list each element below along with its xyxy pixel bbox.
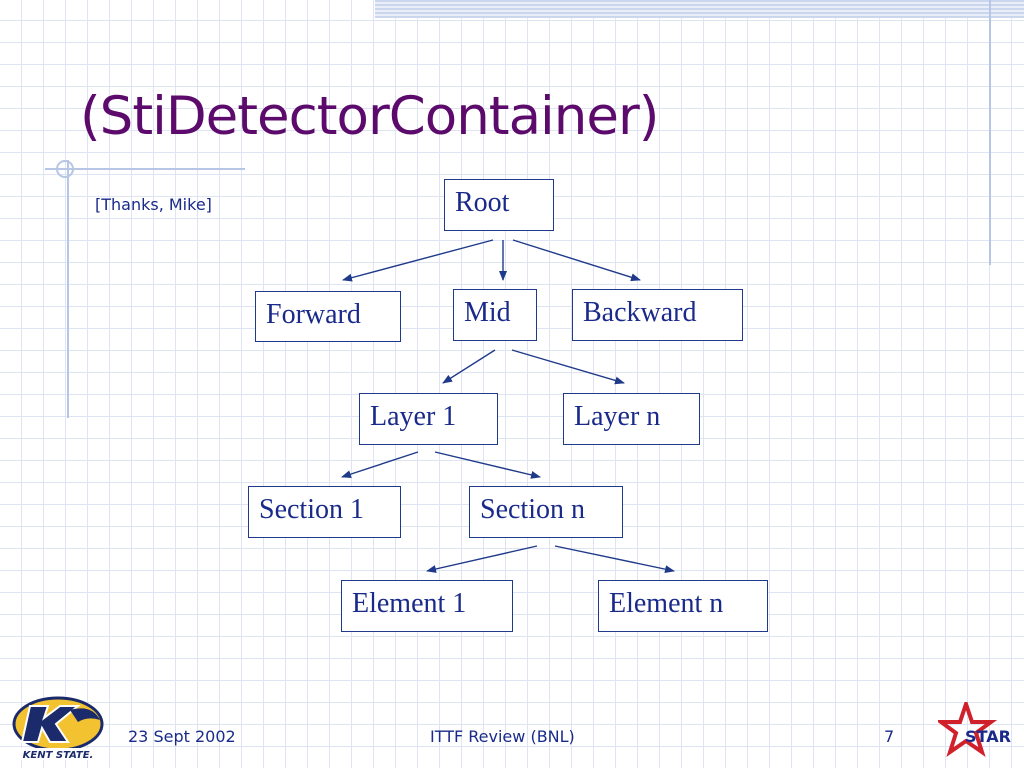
svg-text:STAR: STAR	[965, 727, 1011, 746]
decorative-circle	[56, 160, 74, 178]
decorative-line-horizontal	[45, 168, 245, 170]
node-backward: Backward	[572, 289, 743, 341]
edge-mid-layern	[511, 349, 625, 385]
node-forward: Forward	[255, 291, 401, 342]
node-mid: Mid	[453, 289, 537, 341]
edge-root-forward	[342, 239, 494, 282]
node-layer-n: Layer n	[563, 393, 700, 445]
kent-state-logo: KENT STATE.	[8, 696, 108, 762]
node-layer-1: Layer 1	[359, 393, 498, 445]
footer-event: ITTF Review (BNL)	[430, 727, 575, 746]
slide-title: (StiDetectorContainer)	[80, 86, 659, 147]
edge-sectionn-elementn	[554, 545, 675, 574]
node-element-n: Element n	[598, 580, 768, 632]
edge-mid-layer1	[442, 349, 496, 384]
svg-text:KENT STATE.: KENT STATE.	[23, 750, 94, 761]
header-decoration	[375, 0, 1024, 18]
page-number: 7	[884, 727, 895, 746]
edge-layer1-sectionn	[434, 451, 541, 479]
star-logo: STAR	[934, 697, 1018, 762]
node-section-1: Section 1	[248, 486, 401, 538]
footer-date: 23 Sept 2002	[128, 727, 236, 746]
node-section-n: Section n	[469, 486, 623, 538]
node-element-1: Element 1	[341, 580, 513, 632]
credit-note: [Thanks, Mike]	[95, 195, 212, 214]
node-root: Root	[444, 179, 554, 231]
edge-layer1-section1	[341, 451, 419, 478]
edge-root-backward	[512, 239, 641, 282]
decorative-line-left	[67, 160, 69, 418]
edge-sectionn-element1	[426, 545, 538, 573]
decorative-line-right	[989, 0, 991, 265]
